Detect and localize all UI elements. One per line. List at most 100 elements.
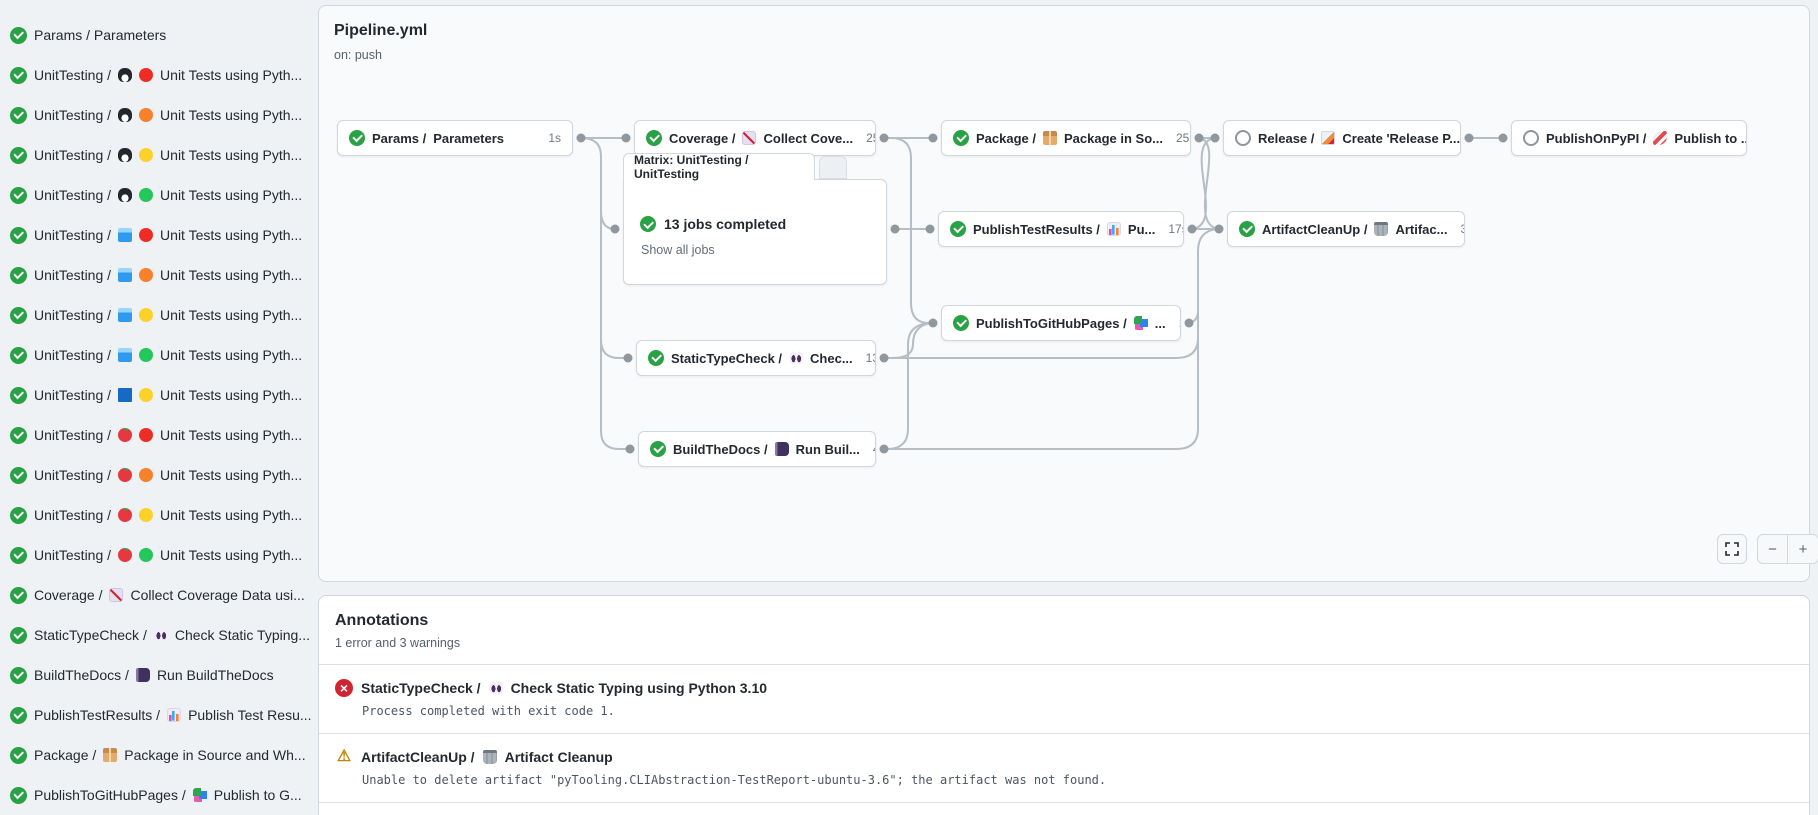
python-version-icon: [139, 228, 153, 242]
annotation-job-link[interactable]: ArtifactCleanUp / Artifact Cleanup: [335, 748, 1793, 766]
sidebar-item-unittesting[interactable]: UnitTesting / Unit Tests using Pyth...: [0, 55, 318, 95]
sidebar-item-unittesting[interactable]: UnitTesting / Unit Tests using Pyth...: [0, 95, 318, 135]
job-node-label: Package in So...: [1064, 131, 1163, 146]
python-version-icon: [139, 148, 153, 162]
zoom-in-button[interactable]: +: [1788, 535, 1818, 563]
python-version-icon: [139, 388, 153, 402]
job-node-label: Run Buil...: [796, 442, 860, 457]
notebook-icon: [136, 668, 150, 682]
job-node-publishonpypi[interactable]: PublishOnPyPI / Publish to ...: [1511, 120, 1747, 156]
job-node-label: BuildTheDocs /: [673, 442, 768, 457]
job-label: Unit Tests using Pyth...: [160, 307, 302, 323]
eyes-icon: [489, 681, 503, 695]
sidebar-item-unittesting[interactable]: UnitTesting / Unit Tests using Pyth...: [0, 375, 318, 415]
sidebar-item-unittesting[interactable]: UnitTesting / Unit Tests using Pyth...: [0, 335, 318, 375]
sidebar-item-unittesting[interactable]: UnitTesting / Unit Tests using Pyth...: [0, 255, 318, 295]
job-node-publishtestresults[interactable]: PublishTestResults / Pu... 17s: [938, 211, 1184, 247]
check-circle-icon: [10, 267, 27, 284]
sidebar-item-unittesting[interactable]: UnitTesting / Unit Tests using Pyth...: [0, 455, 318, 495]
job-label: Unit Tests using Pyth...: [160, 387, 302, 403]
job-label: Unit Tests using Pyth...: [160, 547, 302, 563]
fullscreen-button[interactable]: [1717, 534, 1747, 564]
job-label: UnitTesting /: [34, 347, 111, 363]
job-node-params[interactable]: Params / Parameters 1s: [337, 120, 573, 156]
check-circle-icon: [10, 387, 27, 404]
annotations-title: Annotations: [335, 612, 1793, 630]
apple-icon: [118, 508, 132, 522]
job-label: UnitTesting /: [34, 147, 111, 163]
apple-icon: [118, 428, 132, 442]
job-node-coverage[interactable]: Coverage / Collect Cove... 25s: [634, 120, 876, 156]
job-node-label: Params /: [372, 131, 426, 146]
sidebar-item-unittesting[interactable]: UnitTesting / Unit Tests using Pyth...: [0, 215, 318, 255]
job-node-statictypecheck[interactable]: StaticTypeCheck / Chec... 13s: [636, 340, 876, 376]
job-node-label: Coverage /: [669, 131, 735, 146]
sidebar-item-unittesting[interactable]: UnitTesting / Unit Tests using Pyth...: [0, 415, 318, 455]
apple-icon: [118, 468, 132, 482]
job-node-label: Artifac...: [1395, 222, 1447, 237]
job-label: UnitTesting /: [34, 547, 111, 563]
matrix-tab[interactable]: Matrix: UnitTesting / UnitTesting: [623, 153, 815, 180]
check-circle-icon: [10, 547, 27, 564]
annotation-job-name: StaticTypeCheck /: [361, 680, 481, 696]
job-label: PublishTestResults /: [34, 707, 160, 723]
job-label: UnitTesting /: [34, 307, 111, 323]
alert-triangle-icon: [335, 748, 353, 766]
sidebar-item-publishtogithubpages[interactable]: PublishToGitHubPages / Publish to G...: [0, 775, 318, 815]
check-circle-icon: [646, 130, 662, 146]
sidebar-item-params[interactable]: Params / Parameters: [0, 15, 318, 55]
job-node-release[interactable]: Release / Create 'Release P...: [1223, 120, 1461, 156]
job-node-buildthedocs[interactable]: BuildTheDocs / Run Buil... 47s: [638, 431, 876, 467]
check-circle-icon: [10, 627, 27, 644]
check-circle-icon: [10, 467, 27, 484]
job-label: Publish Test Resu...: [188, 707, 311, 723]
python-version-icon: [139, 268, 153, 282]
bar-chart-icon: [167, 708, 181, 722]
matrix-card[interactable]: 13 jobs completed Show all jobs: [623, 179, 887, 285]
sidebar-item-unittesting[interactable]: UnitTesting / Unit Tests using Pyth...: [0, 535, 318, 575]
sidebar-item-unittesting[interactable]: UnitTesting / Unit Tests using Pyth...: [0, 175, 318, 215]
job-node-label: StaticTypeCheck /: [671, 351, 782, 366]
annotation-job-name: Artifact Cleanup: [505, 749, 613, 765]
workflow-graph-panel: Pipeline.yml on: push: [318, 5, 1810, 582]
job-duration: 13s: [1173, 316, 1181, 330]
sidebar-item-package[interactable]: Package / Package in Source and Wh...: [0, 735, 318, 775]
memo-icon: [1321, 131, 1335, 145]
job-label: Unit Tests using Pyth...: [160, 427, 302, 443]
job-label: BuildTheDocs /: [34, 667, 129, 683]
cube-icon: [118, 348, 132, 362]
sidebar-item-buildthedocs[interactable]: BuildTheDocs / Run BuildTheDocs: [0, 655, 318, 695]
sidebar-item-coverage[interactable]: Coverage / Collect Coverage Data usi...: [0, 575, 318, 615]
sidebar-item-publishtestresults[interactable]: PublishTestResults / Publish Test Resu..…: [0, 695, 318, 735]
job-node-label: Release /: [1258, 131, 1314, 146]
sidebar-item-unittesting[interactable]: UnitTesting / Unit Tests using Pyth...: [0, 295, 318, 335]
job-node-publishtogithubpages[interactable]: PublishToGitHubPages / ... 13s: [941, 305, 1181, 341]
job-label: UnitTesting /: [34, 187, 111, 203]
layers-icon: [1134, 316, 1148, 330]
show-all-jobs-link[interactable]: Show all jobs: [641, 243, 870, 257]
zoom-out-button[interactable]: −: [1758, 535, 1788, 563]
check-circle-icon: [650, 441, 666, 457]
check-circle-icon: [640, 216, 656, 232]
cube-icon: [118, 228, 132, 242]
annotations-divider: [319, 802, 1809, 803]
check-circle-icon: [10, 307, 27, 324]
sidebar-item-unittesting[interactable]: UnitTesting / Unit Tests using Pyth...: [0, 135, 318, 175]
rocket-icon: [1653, 131, 1667, 145]
check-circle-icon: [349, 130, 365, 146]
skipped-circle-icon: [1235, 130, 1251, 146]
sidebar-item-unittesting[interactable]: UnitTesting / Unit Tests using Pyth...: [0, 495, 318, 535]
job-label: Unit Tests using Pyth...: [160, 267, 302, 283]
job-node-artifactcleanup[interactable]: ArtifactCleanUp / Artifac... 3s: [1227, 211, 1465, 247]
annotation-message: Process completed with exit code 1.: [362, 704, 1793, 718]
annotation-job-link[interactable]: StaticTypeCheck / Check Static Typing us…: [335, 679, 1793, 697]
check-circle-icon: [10, 147, 27, 164]
chart-up-icon: [742, 131, 756, 145]
job-node-label: PublishOnPyPI /: [1546, 131, 1646, 146]
job-node-label: PublishTestResults /: [973, 222, 1100, 237]
zoom-controls: − +: [1757, 534, 1818, 564]
job-node-package[interactable]: Package / Package in So... 25s: [941, 120, 1191, 156]
check-circle-icon: [10, 347, 27, 364]
sidebar-item-statictypecheck[interactable]: StaticTypeCheck / Check Static Typing...: [0, 615, 318, 655]
job-node-label: Chec...: [810, 351, 853, 366]
